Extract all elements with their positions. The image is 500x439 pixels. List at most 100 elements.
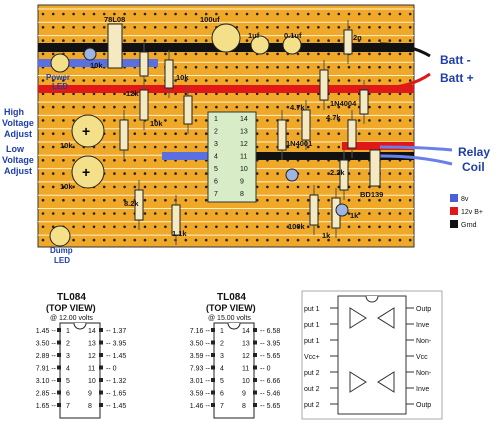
res-1k-bottom-label: 1k (322, 231, 331, 240)
strip-hole (317, 105, 320, 109)
pin-number-left: 2 (220, 341, 224, 348)
strip-hole (255, 185, 259, 189)
strip-hole (296, 225, 300, 229)
strip-hole (153, 39, 157, 42)
strip-hole (378, 238, 381, 242)
res-10k-left-label: 10k (90, 61, 103, 70)
pin-number-left: 1 (220, 328, 224, 335)
strip-hole (174, 92, 177, 96)
strip-hole (184, 212, 188, 215)
strip-hole (378, 105, 381, 109)
strip-hole (184, 185, 188, 189)
resistor (171, 204, 181, 236)
strip-hole (123, 26, 126, 29)
dump-led (49, 225, 71, 247)
strip-hole (123, 198, 126, 202)
strip-hole (204, 65, 208, 69)
strip-hole (347, 225, 351, 229)
resistor (343, 29, 353, 55)
strip-hole (255, 238, 259, 242)
strip-hole (102, 92, 106, 96)
strip-hole (194, 198, 198, 202)
regulator-78l08 (107, 23, 123, 69)
strip-hole (204, 12, 208, 16)
pin-number-right: 8 (88, 403, 92, 410)
strip-hole (41, 198, 45, 202)
pin-value-left: 3.50 -- (36, 341, 57, 348)
strip-hole (41, 132, 45, 135)
pin-stub (211, 403, 215, 407)
ic-chip-board (207, 111, 257, 203)
strip-hole (153, 145, 157, 149)
pin-value-left: 2.89 -- (36, 353, 57, 360)
strip-hole (72, 159, 75, 162)
strip-hole (245, 79, 249, 82)
strip-hole (357, 26, 361, 29)
strip-hole (123, 238, 126, 242)
strip-hole (72, 92, 75, 96)
resistor (347, 119, 357, 149)
strip-hole (266, 238, 269, 242)
strip-hole (245, 39, 249, 42)
strip-hole (113, 105, 116, 109)
strip-hole (92, 39, 96, 42)
strip-hole (276, 198, 279, 202)
strip-hole (357, 12, 361, 16)
strip-hole (286, 238, 290, 242)
strip-hole (368, 225, 371, 229)
res-12k-label: 12k (126, 89, 139, 98)
strip-hole (306, 79, 310, 82)
strip-hole (398, 225, 402, 229)
strip-hole (194, 185, 198, 189)
strip-hole (368, 132, 371, 135)
strip-hole (276, 12, 279, 16)
strip-hole (388, 119, 392, 122)
strip-hole (357, 39, 361, 42)
strip-hole (113, 212, 116, 215)
strip-hole (62, 185, 65, 189)
strip-hole (174, 52, 177, 56)
strip-hole (62, 145, 65, 149)
strip-hole (41, 172, 45, 175)
strip-hole (276, 172, 279, 175)
strip-hole (92, 225, 96, 229)
pin-number-right: 9 (242, 391, 246, 398)
cap-01uf-label: 0.1uf (284, 31, 302, 40)
strip-hole (184, 238, 188, 242)
pin-stub (253, 403, 257, 407)
strip-hole (62, 172, 65, 175)
strip-hole (184, 26, 188, 29)
strip-hole (296, 238, 300, 242)
strip-hole (143, 26, 147, 29)
batt-plus-label: Batt + (440, 71, 474, 85)
strip-hole (347, 105, 351, 109)
ic1-notch (73, 322, 87, 330)
strip-hole (296, 12, 300, 16)
strip-hole (398, 212, 402, 215)
pot-low-plus: + (82, 164, 90, 180)
strip-hole (408, 119, 412, 122)
strip-hole (235, 52, 239, 56)
strip-hole (123, 225, 126, 229)
board-ic-pin: 1 (214, 116, 218, 123)
strip-hole (62, 105, 65, 109)
strip-hole (408, 185, 412, 189)
strip-hole (337, 185, 341, 189)
strip-hole (225, 238, 228, 242)
strip-hole (327, 26, 330, 29)
strip-hole (133, 159, 137, 162)
board-ic-pin: 4 (214, 154, 218, 161)
board-ic-pin: 11 (240, 154, 247, 161)
strip-hole (368, 12, 371, 16)
strip-hole (296, 119, 300, 122)
strip-hole (51, 198, 55, 202)
strip-hole (337, 79, 341, 82)
pot-high-voltage (71, 114, 105, 148)
blue-led (285, 168, 299, 182)
strip-hole (133, 26, 137, 29)
resistor (139, 51, 149, 77)
strip-hole (113, 132, 116, 135)
resistor (339, 159, 349, 191)
strip-hole (408, 105, 412, 109)
